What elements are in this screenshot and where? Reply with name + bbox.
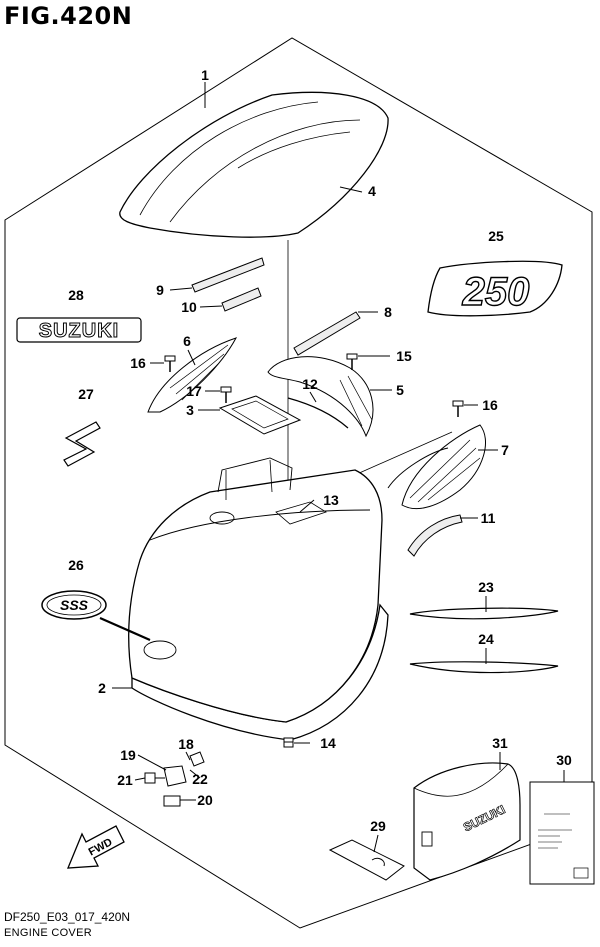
leader-line: [199, 305, 223, 308]
suzuki-brand-text: SUZUKI: [39, 320, 119, 342]
callout-29: 29: [370, 818, 386, 834]
decal-stripe-23: [409, 607, 559, 620]
screw-16-left: [164, 355, 176, 372]
suzuki-s-logo: [63, 421, 101, 467]
leader-line: [169, 287, 193, 291]
screw-17: [220, 386, 232, 403]
screw-15: [346, 353, 358, 370]
callout-4: 4: [368, 183, 376, 199]
seal-strip-10: [221, 287, 262, 312]
callout-9: 9: [156, 282, 164, 298]
figure-name: ENGINE COVER: [4, 927, 92, 939]
figure-code: DF250_E03_017_420N: [4, 910, 131, 924]
callout-2: 2: [98, 680, 106, 696]
callout-15: 15: [396, 348, 412, 364]
callout-16-left: 16: [130, 355, 146, 371]
sss-decal: SSS: [41, 590, 107, 620]
callout-5: 5: [396, 382, 404, 398]
callout-25: 25: [488, 228, 504, 244]
callout-10: 10: [181, 299, 197, 315]
callout-30: 30: [556, 752, 572, 768]
leader-line: [347, 431, 453, 479]
model-250-decal: 250: [427, 260, 563, 317]
leader-line: [187, 349, 196, 366]
cover-bag: SUZUKI: [413, 762, 521, 881]
screw-14: [283, 737, 294, 748]
suzuki-brand-decal: SUZUKI: [16, 317, 142, 343]
callout-24: 24: [478, 631, 494, 647]
leader-line: [134, 777, 146, 781]
callout-18: 18: [178, 736, 194, 752]
side-vent-7: [387, 424, 487, 509]
callout-1: 1: [201, 67, 209, 83]
leader-line: [99, 616, 151, 642]
leader-line: [189, 769, 201, 779]
top-cover: [119, 91, 389, 238]
callout-21: 21: [117, 772, 133, 788]
leader-line: [373, 834, 379, 853]
callout-19: 19: [120, 747, 136, 763]
callout-3: 3: [186, 402, 194, 418]
screw-16-right: [452, 400, 464, 417]
leader-line: [137, 754, 167, 771]
callout-11: 11: [481, 510, 496, 526]
callout-17: 17: [186, 383, 202, 399]
seal-strip-11: [407, 514, 463, 557]
figure-title: FIG.420N: [4, 2, 133, 30]
owners-manual: [529, 781, 595, 885]
callout-27: 27: [78, 386, 94, 402]
rear-vent-5: [267, 356, 374, 438]
seal-strip-12: [287, 397, 349, 429]
tool-bag: [328, 839, 405, 881]
side-vent-6: [147, 337, 238, 413]
callout-13: 13: [323, 492, 339, 508]
latch-assembly: [144, 751, 205, 807]
callout-23: 23: [478, 579, 494, 595]
lower-cover: [128, 457, 389, 741]
leader-line: [309, 391, 317, 403]
seal-strip-9: [191, 257, 265, 293]
sss-decal-text: SSS: [60, 597, 89, 613]
callout-26: 26: [68, 557, 84, 573]
callout-6: 6: [183, 333, 191, 349]
callout-7: 7: [501, 442, 509, 458]
callout-28: 28: [68, 287, 84, 303]
leader-line: [185, 751, 191, 761]
seal-strip-8: [293, 311, 361, 356]
leader-line: [299, 499, 315, 513]
gasket-3-inner: [231, 400, 289, 429]
model-250-text: 250: [462, 270, 530, 314]
callout-8: 8: [384, 304, 392, 320]
callout-16-right: 16: [482, 397, 498, 413]
callout-14: 14: [320, 735, 336, 751]
callout-20: 20: [197, 792, 213, 808]
fwd-arrow: FWD: [67, 825, 125, 869]
callout-31: 31: [492, 735, 508, 751]
decal-stripe-24: [409, 661, 559, 674]
callout-22: 22: [192, 771, 208, 787]
gasket-3: [218, 395, 302, 435]
leader-line: [339, 186, 363, 193]
callout-12: 12: [302, 376, 318, 392]
